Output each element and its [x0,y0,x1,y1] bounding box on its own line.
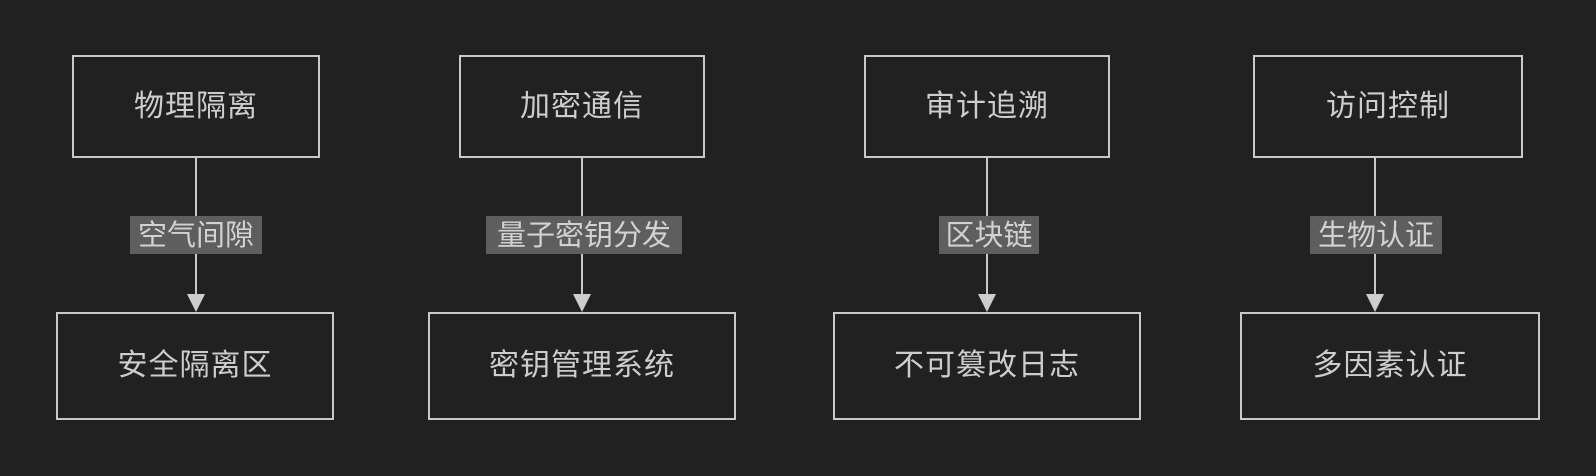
edge-label-4: 生物认证 [1310,216,1442,254]
edge-arrowhead-3 [978,294,996,312]
edge-arrowhead-2 [573,294,591,312]
flow-column-4: 访问控制 生物认证 多因素认证 [0,0,1540,476]
flow-column-1: 物理隔离 空气间隙 安全隔离区 [0,0,400,476]
edge-label-1: 空气间隙 [130,216,262,254]
flow-column-2: 加密通信 量子密钥分发 密钥管理系统 [0,0,736,476]
edge-label-2: 量子密钥分发 [486,216,682,254]
node-target-2[interactable]: 密钥管理系统 [428,312,736,420]
flow-column-3: 审计追溯 区块链 不可篡改日志 [0,0,1141,476]
edge-arrowhead-4 [1366,294,1384,312]
node-target-1[interactable]: 安全隔离区 [56,312,334,420]
node-source-2[interactable]: 加密通信 [459,55,705,158]
node-target-3[interactable]: 不可篡改日志 [833,312,1141,420]
edge-label-3: 区块链 [939,216,1039,254]
node-target-4[interactable]: 多因素认证 [1240,312,1540,420]
edge-arrowhead-1 [187,294,205,312]
node-source-4[interactable]: 访问控制 [1253,55,1523,158]
node-source-1[interactable]: 物理隔离 [72,55,320,158]
node-source-3[interactable]: 审计追溯 [864,55,1110,158]
